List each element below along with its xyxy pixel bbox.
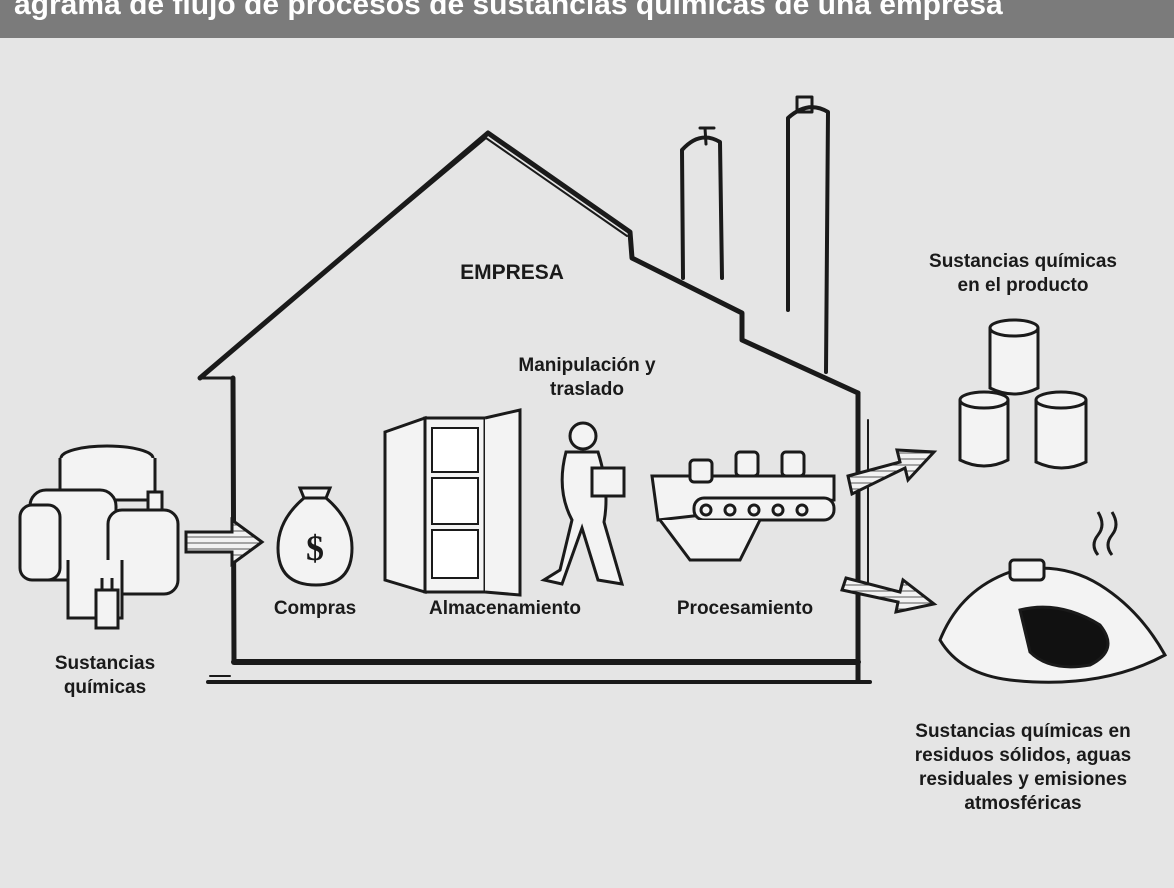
label-sustancias-entrada: Sustancias químicas	[54, 653, 156, 698]
label-procesamiento: Procesamiento	[676, 598, 814, 619]
svg-text:$: $	[306, 528, 324, 568]
barrels-icon	[958, 318, 1088, 470]
chemical-containers-icon	[18, 444, 180, 630]
label-compras: Compras	[273, 598, 357, 619]
label-sustancias-residuos: Sustancias químicas en residuos sólidos,…	[914, 721, 1132, 814]
money-bag-icon: $	[276, 486, 354, 587]
diagram-title: agrama de flujo de procesos de sustancia…	[14, 0, 1003, 21]
worker-carrying-icon	[540, 421, 626, 586]
label-empresa: EMPRESA	[460, 261, 564, 284]
conveyor-belt-icon	[650, 450, 836, 562]
arrow-in-icon	[184, 517, 265, 567]
arrow-product-icon	[846, 448, 938, 497]
label-manipulacion: Manipulación y traslado	[518, 355, 656, 400]
factory-building	[197, 95, 872, 684]
label-almacenamiento: Almacenamiento	[428, 598, 582, 619]
waste-pile-icon	[938, 511, 1168, 684]
storage-cabinet-icon	[383, 408, 522, 597]
arrow-waste-icon	[840, 576, 938, 614]
header-bar: agrama de flujo de procesos de sustancia…	[0, 0, 1174, 38]
label-sustancias-producto: Sustancias químicas en el producto	[929, 251, 1117, 296]
